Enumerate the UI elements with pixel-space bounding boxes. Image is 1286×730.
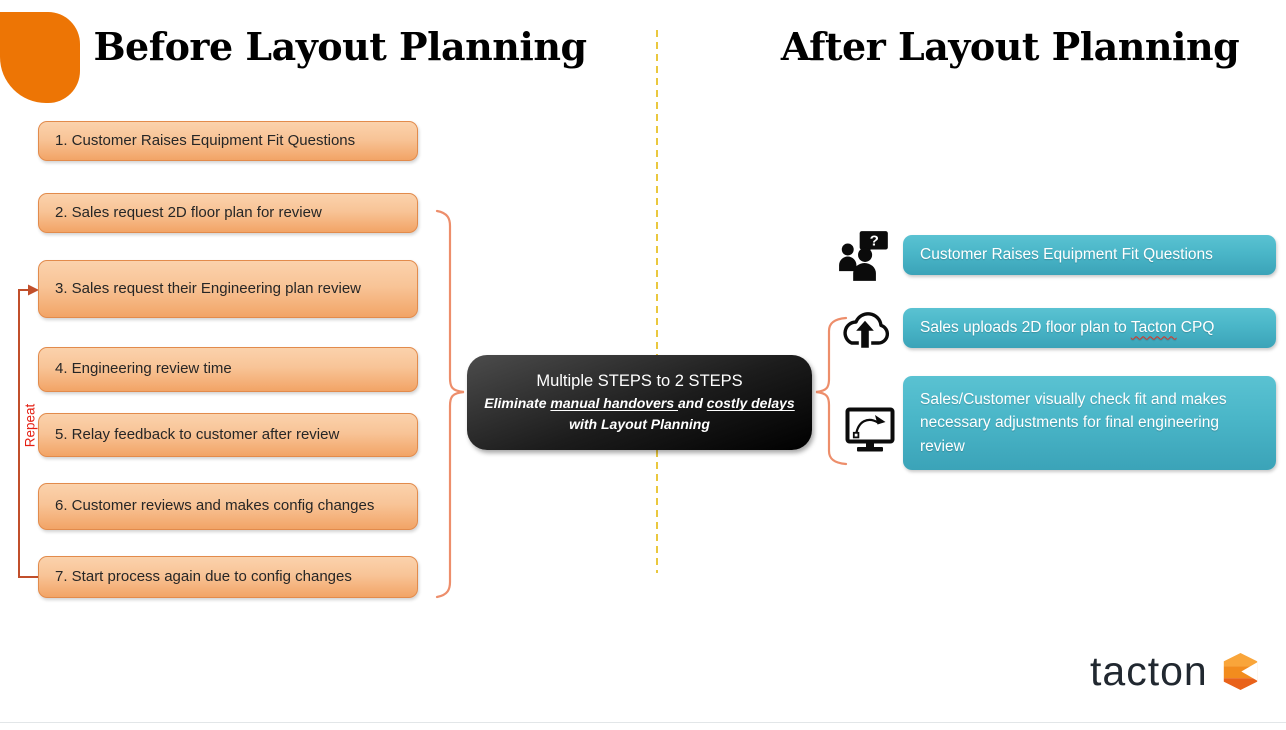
after-title: After Layout Planning	[780, 24, 1240, 69]
before-step-5-label: 5. Relay feedback to customer after revi…	[55, 425, 340, 443]
corner-accent-shape	[0, 12, 80, 103]
people-question-icon: ?	[838, 231, 890, 286]
tacton-logo-mark-icon	[1223, 652, 1258, 690]
before-step-6: 6. Customer reviews and makes config cha…	[38, 483, 418, 530]
after-step-3-label: Sales/Customer visually check fit and ma…	[920, 391, 1227, 455]
before-step-5: 5. Relay feedback to customer after revi…	[38, 413, 418, 457]
before-step-2-label: 2. Sales request 2D floor plan for revie…	[55, 203, 322, 221]
after-step-2-label: Sales uploads 2D floor plan to Tacton CP…	[920, 316, 1214, 339]
before-step-2: 2. Sales request 2D floor plan for revie…	[38, 193, 418, 233]
tacton-logo-text: tacton	[1090, 647, 1208, 694]
before-step-7: 7. Start process again due to config cha…	[38, 556, 418, 598]
tacton-logo: tacton	[1090, 646, 1259, 696]
callout-seg-2: and	[678, 395, 707, 412]
callout-seg-3: costly delays	[706, 395, 795, 412]
before-title: Before Layout Planning	[93, 24, 587, 69]
after-step-2-suffix: CPQ	[1176, 319, 1215, 337]
svg-text:?: ?	[870, 233, 879, 250]
callout-subtitle-line2: with Layout Planning	[569, 416, 710, 433]
before-step-1-label: 1. Customer Raises Equipment Fit Questio…	[55, 131, 356, 149]
repeat-label: Repeat	[22, 403, 38, 448]
after-step-1: Customer Raises Equipment Fit Questions	[903, 235, 1276, 275]
slide-bottom-rule	[0, 722, 1286, 723]
callout-seg-0: Eliminate	[484, 395, 551, 412]
before-step-3: 3. Sales request their Engineering plan …	[38, 260, 418, 318]
center-callout: Multiple STEPS to 2 STEPS Eliminate manu…	[467, 355, 812, 450]
cloud-upload-icon	[838, 306, 892, 357]
before-step-7-label: 7. Start process again due to config cha…	[55, 567, 352, 585]
after-step-1-label: Customer Raises Equipment Fit Questions	[920, 246, 1213, 264]
callout-seg-1: manual handovers	[550, 395, 678, 412]
before-group-bracket	[435, 209, 465, 599]
after-step-2-spellcheck-word: Tacton	[1130, 319, 1177, 337]
before-step-6-label: 6. Customer reviews and makes config cha…	[55, 497, 375, 515]
callout-subtitle-line1: Eliminate manual handovers and costly de…	[484, 393, 794, 414]
after-step-3: Sales/Customer visually check fit and ma…	[903, 376, 1276, 470]
before-step-3-label: 3. Sales request their Engineering plan …	[55, 279, 362, 297]
before-step-4: 4. Engineering review time	[38, 347, 418, 392]
after-step-2-prefix: Sales uploads 2D floor plan to	[920, 319, 1131, 337]
monitor-design-icon	[845, 405, 897, 460]
before-step-4-label: 4. Engineering review time	[55, 360, 232, 378]
before-step-1: 1. Customer Raises Equipment Fit Questio…	[38, 121, 418, 161]
callout-title: Multiple STEPS to 2 STEPS	[536, 371, 743, 390]
after-step-2: Sales uploads 2D floor plan to Tacton CP…	[903, 308, 1276, 348]
